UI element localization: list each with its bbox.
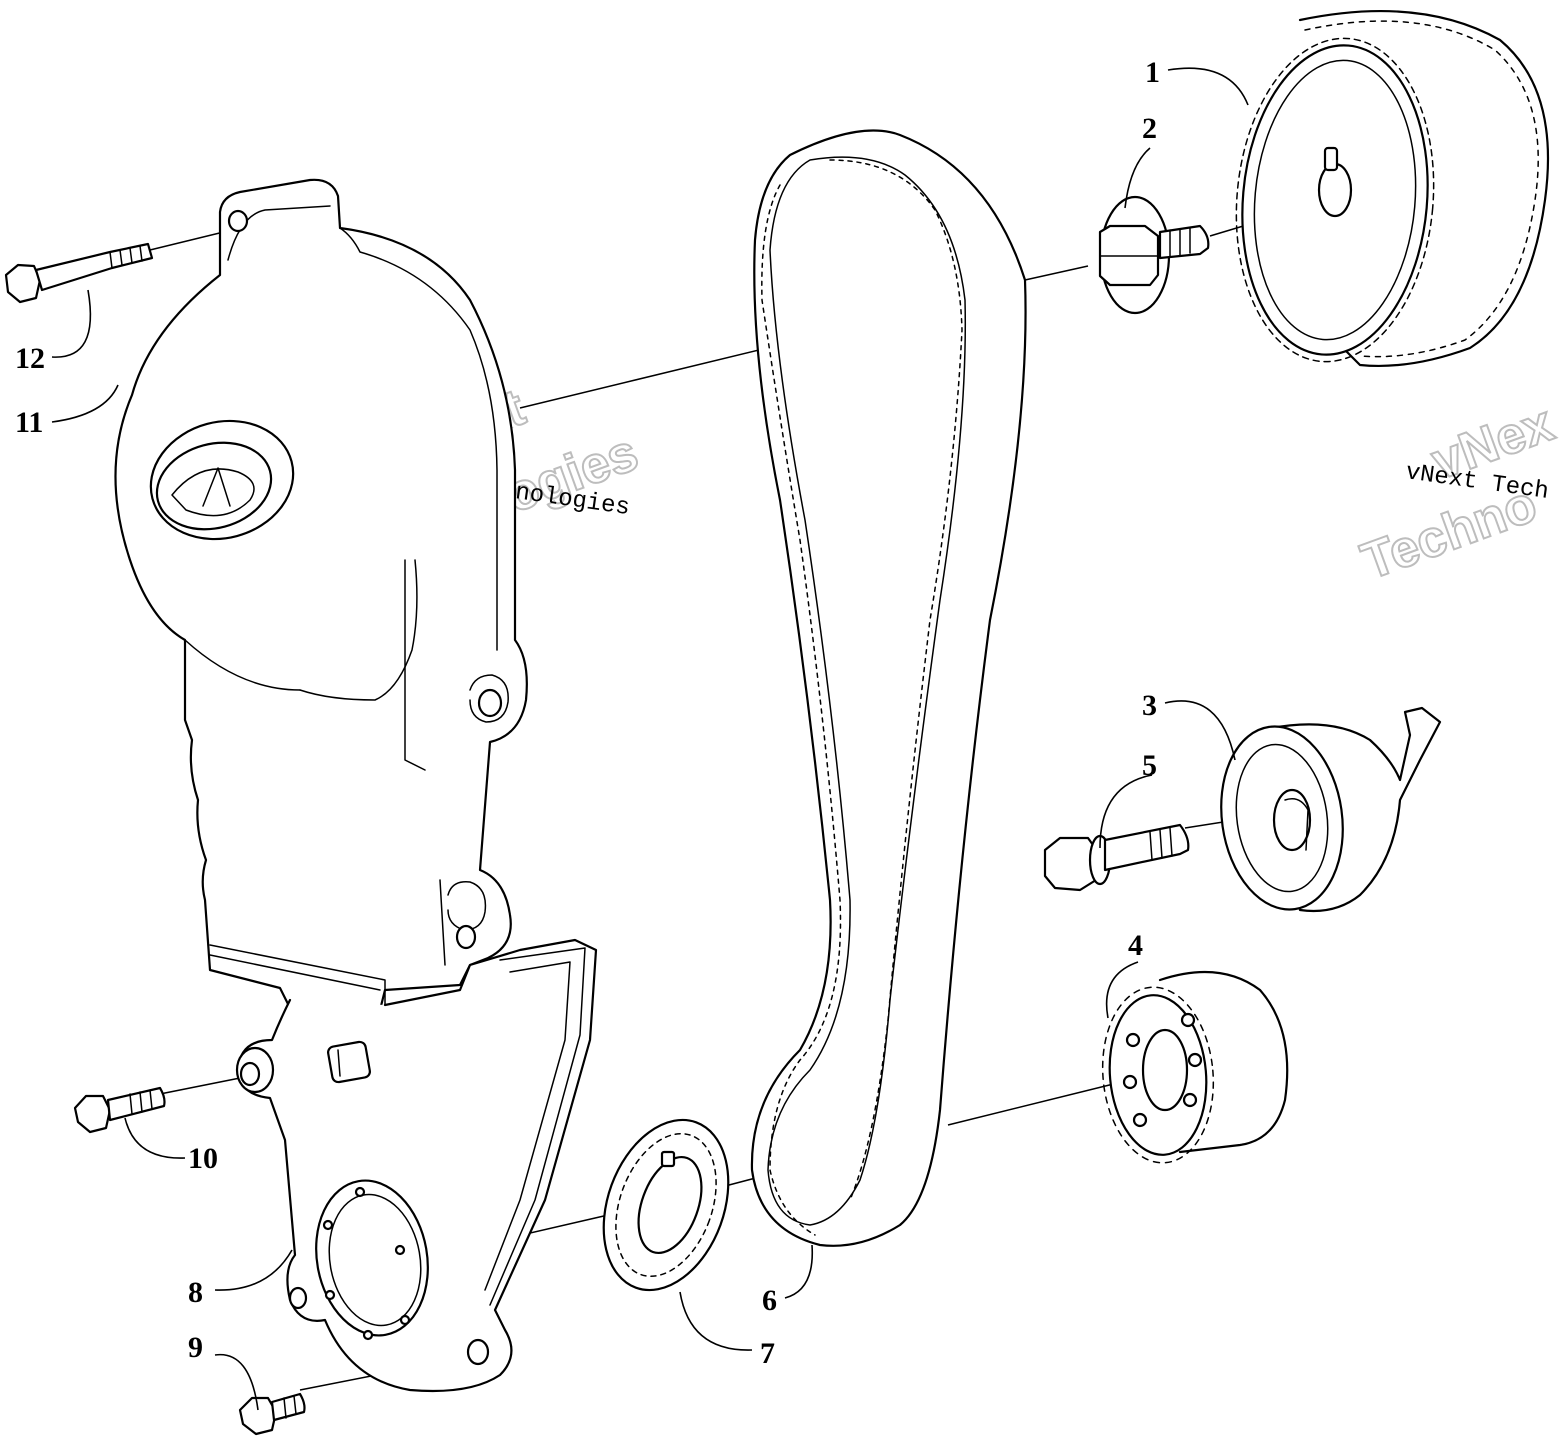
upper-timing-cover [114, 178, 528, 1012]
camshaft-sprocket [1235, 10, 1550, 368]
callout-9: 9 [188, 1331, 203, 1364]
cover-bolt-bottom [238, 1392, 306, 1436]
callout-10: 10 [188, 1142, 218, 1175]
callout-5: 5 [1142, 749, 1157, 782]
callout-7: 7 [760, 1337, 775, 1370]
cover-bolt-lower [73, 1086, 166, 1134]
timing-belt [750, 129, 1027, 1247]
callout-3: 3 [1142, 689, 1157, 722]
belt-teeth [761, 159, 963, 1236]
belt-tensioner [1220, 706, 1442, 913]
callout-12: 12 [15, 342, 45, 375]
lower-timing-cover [235, 938, 598, 1393]
callout-2: 2 [1142, 112, 1157, 145]
sprocket-bolt [1098, 195, 1210, 315]
tensioner-bolt [1043, 823, 1190, 892]
watermark-right: vNex Techno vNext Tech [1353, 393, 1561, 592]
cover-bolt-upper [4, 242, 154, 304]
crankshaft-pulse-ring [602, 1118, 730, 1292]
callout-1: 1 [1145, 56, 1160, 89]
leader-lines [51, 67, 1249, 1411]
callout-6: 6 [762, 1284, 777, 1317]
callout-4: 4 [1128, 929, 1143, 962]
crankshaft-sprocket [1101, 970, 1289, 1164]
brand-logo-icon [149, 419, 295, 541]
callouts: 1 2 3 5 4 6 7 8 9 10 11 12 [15, 56, 1160, 1370]
callout-11: 11 [15, 406, 43, 439]
callout-8: 8 [188, 1276, 203, 1309]
